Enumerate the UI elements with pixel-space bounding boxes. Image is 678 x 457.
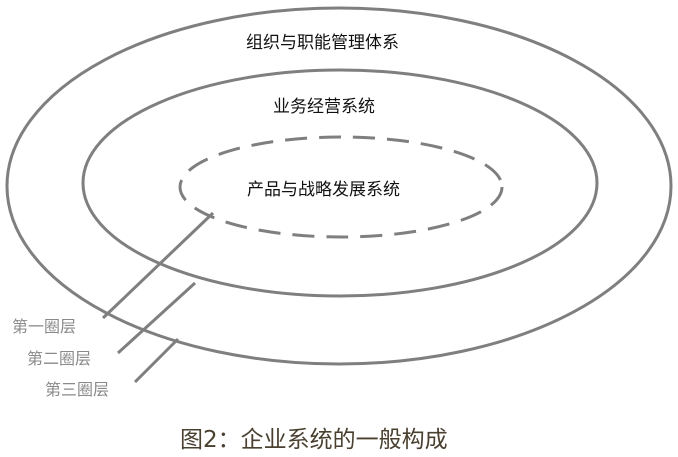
layer-label-2: 第二圈层 — [27, 349, 92, 368]
leader-line-2 — [116, 281, 197, 355]
inner-ring-dashed — [178, 135, 504, 239]
outer-ring-label: 组织与职能管理体系 — [246, 33, 399, 53]
outer-ring — [5, 6, 673, 366]
inner-ring-label: 产品与战略发展系统 — [247, 180, 400, 200]
leader-line-3 — [133, 337, 180, 384]
layer-label-3: 第三圈层 — [45, 380, 110, 399]
figure-caption: 图2：企业系统的一般构成 — [180, 427, 448, 453]
leader-line-1 — [101, 211, 215, 320]
middle-ring — [81, 68, 599, 298]
middle-ring-label: 业务经营系统 — [273, 97, 375, 117]
layer-label-1: 第一圈层 — [12, 317, 77, 336]
